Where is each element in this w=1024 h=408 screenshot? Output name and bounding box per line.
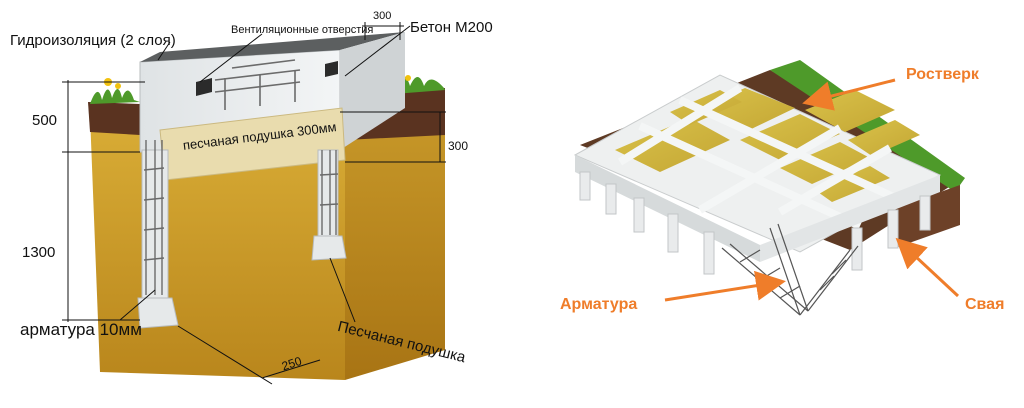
- topsoil-left: [88, 102, 140, 135]
- pile-grillage-foundation: [573, 60, 965, 316]
- pile-left-base: [137, 297, 179, 329]
- label-grillage: Ростверк: [906, 66, 979, 83]
- label-rebar-10mm: арматура 10мм: [20, 320, 142, 339]
- grass-left: [90, 89, 140, 104]
- label-waterproofing: Гидроизоляция (2 слоя): [10, 32, 176, 49]
- grillage-beams: [617, 84, 902, 230]
- arrow-rebar: [664, 270, 786, 302]
- beam-rebar-cage: [214, 59, 301, 110]
- piles-row: [579, 171, 931, 275]
- dim-300-top: 300: [373, 10, 392, 22]
- soil-side-face: [345, 98, 445, 380]
- grillage-front-face-right: [760, 175, 940, 262]
- leader-lines: [119, 25, 411, 323]
- label-rebar: Арматура: [560, 296, 638, 313]
- pile-right-body: [317, 149, 339, 239]
- pile-right-rebar: [319, 150, 339, 235]
- dim-300-right: 300: [448, 139, 469, 153]
- concrete-beam-end: [340, 32, 405, 150]
- label-vents: Вентиляционные отверстия: [231, 24, 374, 36]
- vent-opening-right: [325, 61, 338, 77]
- pile-left-rebar: [143, 140, 165, 295]
- arrow-pile: [895, 237, 960, 298]
- dimension-lines: [62, 22, 446, 385]
- pile-right-base: [311, 235, 347, 261]
- vent-opening-left: [196, 78, 212, 96]
- arrow-grillage: [802, 78, 896, 111]
- concrete-beam-top: [140, 32, 405, 62]
- label-pile: Свая: [965, 296, 1005, 313]
- dim-500: 500: [32, 112, 58, 129]
- strip-foundation-section: [62, 22, 446, 385]
- dim-1300: 1300: [22, 244, 56, 261]
- label-concrete: Бетон М200: [410, 19, 493, 36]
